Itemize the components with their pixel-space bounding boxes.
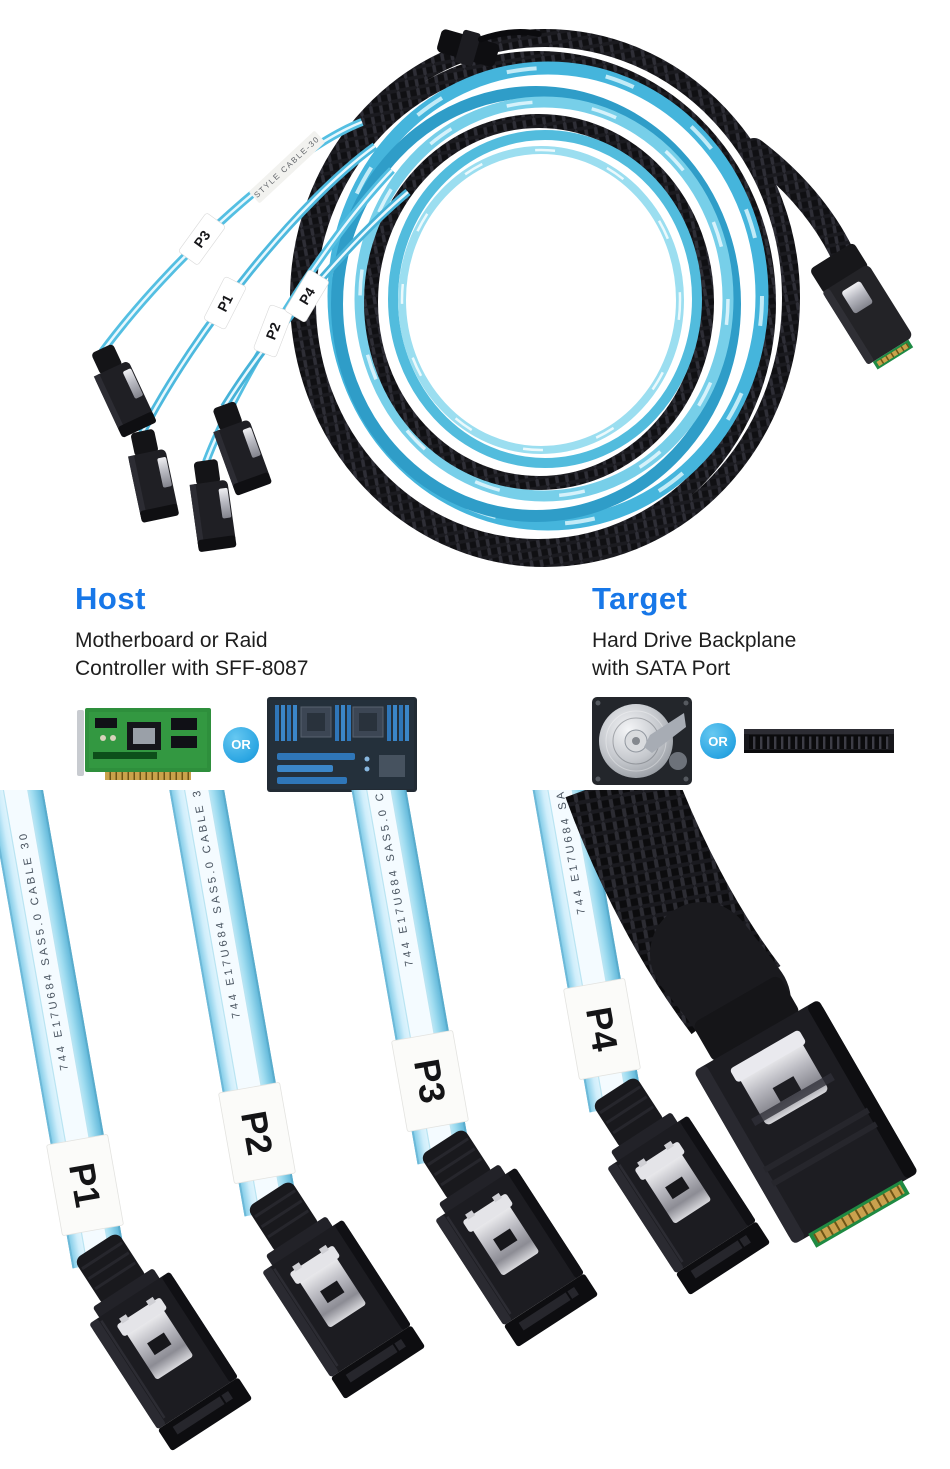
port-label: P2	[218, 1082, 296, 1184]
sata-connector	[399, 1114, 600, 1349]
sata-connector	[53, 1218, 254, 1453]
sata-connector	[84, 340, 157, 439]
sata-connector	[123, 427, 180, 524]
port-label-tag: P2	[253, 304, 293, 358]
hero-photo-section: STYLE CABLE-30 P3 P1 P2 P4	[0, 0, 950, 575]
sata-connector	[226, 1166, 427, 1401]
svg-text:P1: P1	[214, 292, 236, 315]
svg-text:P4: P4	[578, 1004, 626, 1054]
motherboard-image	[267, 697, 417, 793]
or-label: OR	[231, 737, 251, 753]
port-label-tag: P4	[285, 270, 329, 322]
raid-controller-image	[77, 707, 211, 780]
coiled-cable	[290, 29, 800, 567]
port-label: P4	[563, 978, 641, 1080]
hard-drive-image	[592, 697, 692, 786]
host-title: Host	[75, 581, 146, 616]
hero-product-photo: STYLE CABLE-30 P3 P1 P2 P4	[84, 28, 914, 567]
braided-cable-tail	[742, 138, 858, 274]
port-label-tag: P3	[179, 213, 225, 265]
sff-8087-connector	[694, 976, 917, 1248]
target-or-badge: OR	[700, 723, 736, 760]
backplane-image	[744, 729, 894, 754]
port-label-tag: P1	[204, 276, 246, 330]
svg-text:P2: P2	[262, 320, 283, 342]
svg-text:STYLE CABLE-30: STYLE CABLE-30	[252, 134, 321, 199]
cable-tie	[437, 28, 542, 67]
host-images-row: OR	[75, 697, 592, 793]
host-or-badge: OR	[223, 726, 259, 763]
port-label: P3	[391, 1030, 469, 1132]
svg-text:P1: P1	[61, 1160, 109, 1210]
target-images-row: OR	[592, 697, 950, 786]
closeup-product-photo: 744 E17U684 SAS5.0 CABLE 30	[0, 790, 917, 1453]
target-title: Target	[592, 581, 688, 616]
port-label: P1	[46, 1134, 124, 1236]
svg-text:P3: P3	[406, 1056, 454, 1106]
cable-wrap	[650, 902, 791, 1054]
sff-8087-connector	[811, 243, 914, 370]
or-label: OR	[708, 733, 728, 749]
closeup-photo-section: 744 E17U684 SAS5.0 CABLE 30	[0, 790, 950, 1469]
svg-text:P4: P4	[296, 284, 319, 307]
svg-text:P2: P2	[233, 1108, 281, 1158]
